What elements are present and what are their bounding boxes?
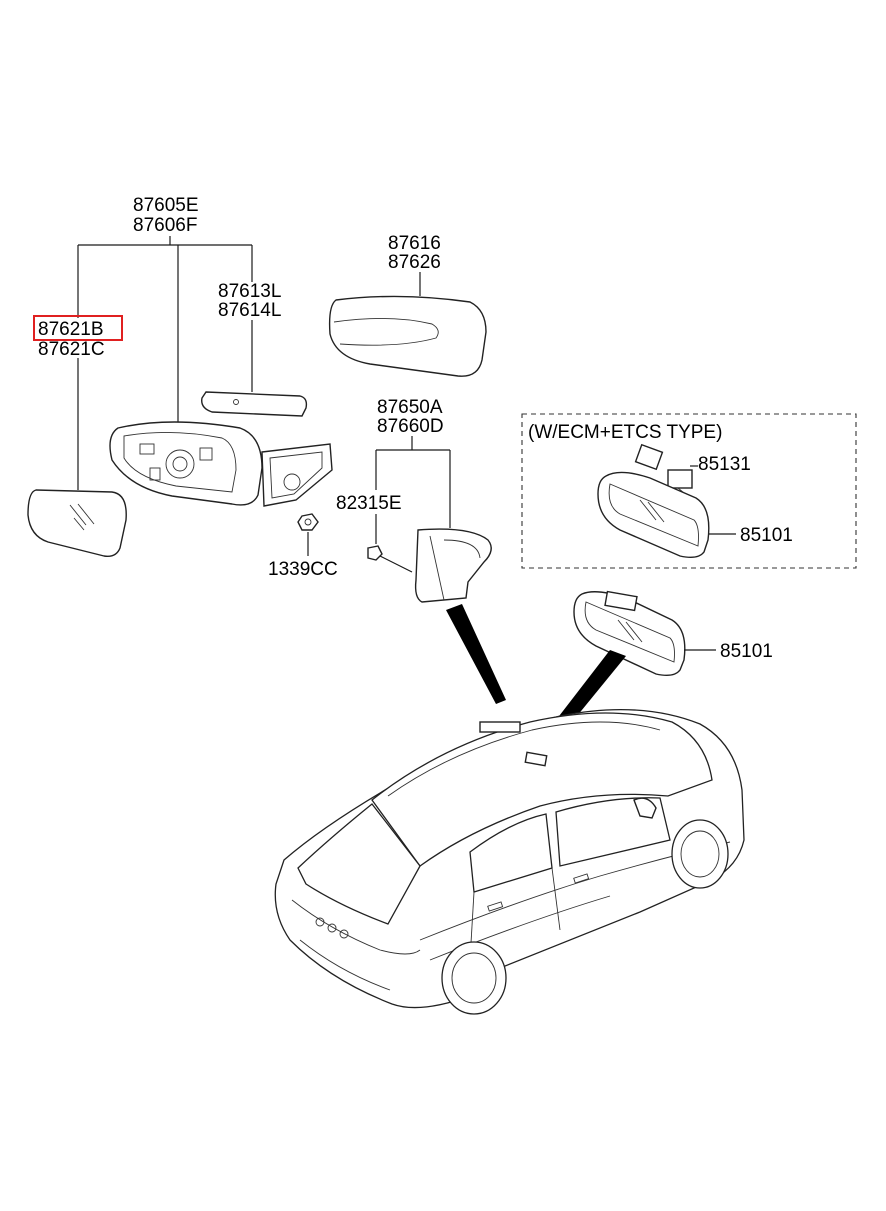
label-inside-mirror[interactable]: 85101 (720, 641, 773, 662)
trim-leaders (375, 436, 451, 544)
ecm-inside-mirror-part[interactable] (597, 471, 710, 559)
vehicle-illustration (274, 708, 745, 1015)
nut-part[interactable] (297, 513, 319, 556)
label-glass-a[interactable]: 87621B (38, 319, 104, 340)
label-ecm-sensor[interactable]: 85131 (698, 454, 751, 475)
label-ecm-mirror[interactable]: 85101 (740, 525, 793, 546)
side-repeater-lamp-part[interactable] (201, 391, 308, 417)
inside-mirror-part[interactable] (573, 590, 716, 677)
mirror-glass-part[interactable] (27, 489, 127, 558)
label-lamp-b[interactable]: 87614L (218, 300, 281, 321)
highlight-box (33, 315, 123, 341)
label-trim-a[interactable]: 87650A (377, 397, 443, 418)
label-ecm-type: (W/ECM+ETCS TYPE) (528, 422, 722, 443)
label-glass-b[interactable]: 87621C (38, 339, 105, 360)
label-mirror-assy-a[interactable]: 87605E (133, 195, 199, 216)
label-screw[interactable]: 82315E (336, 493, 402, 514)
label-lamp-a[interactable]: 87613L (218, 281, 281, 302)
ecm-sensor-part[interactable] (634, 443, 693, 499)
mirror-housing-part[interactable] (109, 421, 333, 507)
delta-trim-part[interactable] (414, 528, 492, 603)
label-mirror-assy-b[interactable]: 87606F (133, 215, 197, 236)
label-trim-b[interactable]: 87660D (377, 416, 444, 437)
label-nut[interactable]: 1339CC (268, 559, 338, 580)
screw-part[interactable] (367, 545, 413, 573)
mirror-assy-leaders (77, 236, 253, 490)
label-cover-b[interactable]: 87626 (388, 252, 441, 273)
mirror-cover-part[interactable] (328, 272, 487, 377)
label-cover-a[interactable]: 87616 (388, 233, 441, 254)
